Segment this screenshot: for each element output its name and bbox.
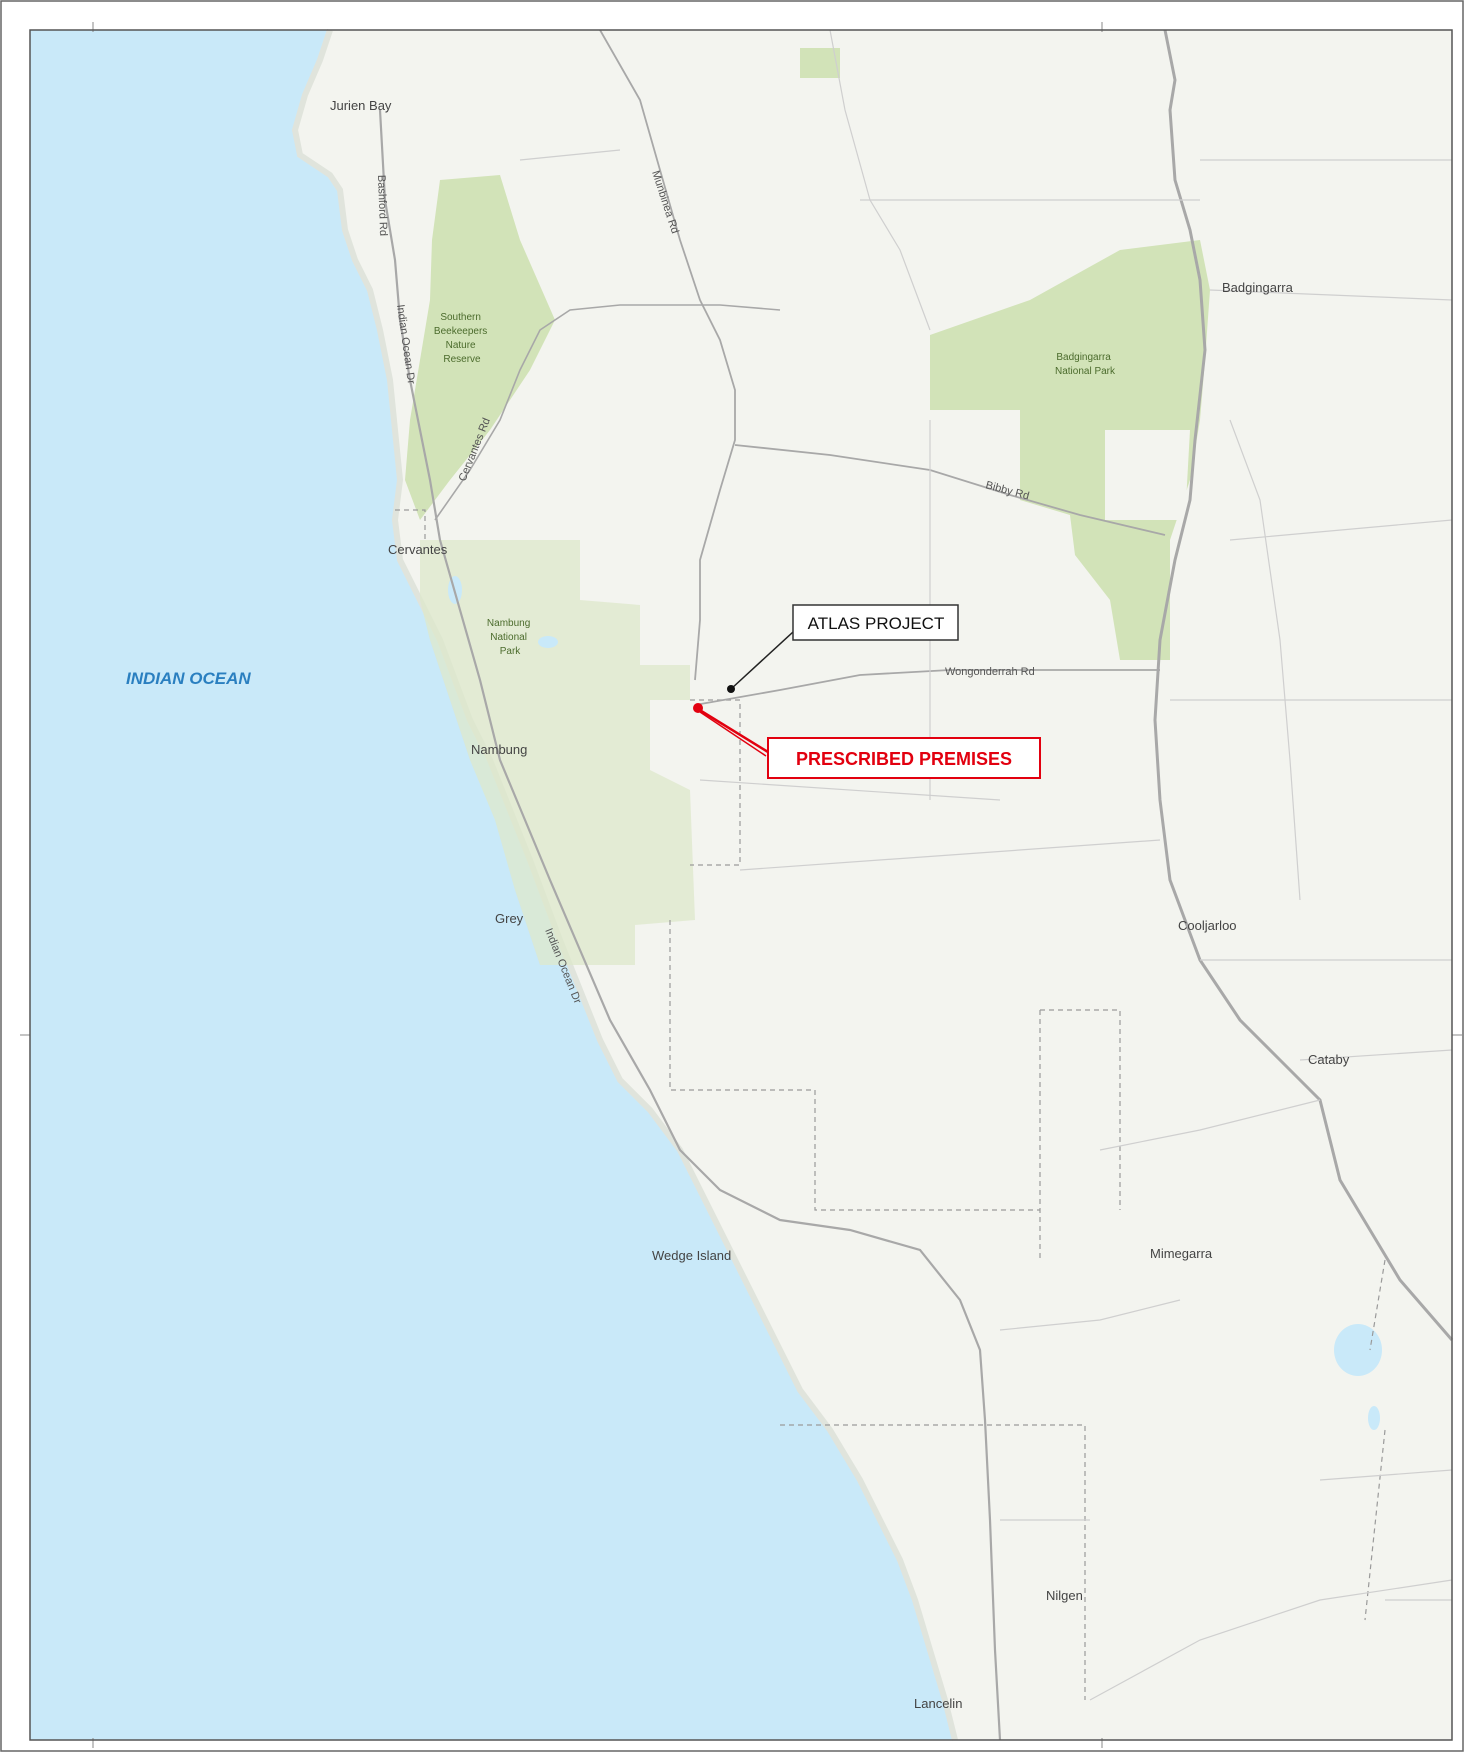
park-nambung <box>420 540 695 965</box>
prescribed-premises-callout[interactable]: PRESCRIBED PREMISES <box>693 703 1041 779</box>
place-nilgen: Nilgen <box>1046 1588 1083 1603</box>
road-wongonderrah <box>694 669 1160 706</box>
place-lancelin: Lancelin <box>914 1696 962 1711</box>
prescribed-label-box <box>767 737 1041 779</box>
prescribed-premises-marker[interactable] <box>693 703 703 713</box>
atlas-label-box <box>792 604 959 641</box>
ocean-label: INDIAN OCEAN <box>126 669 251 688</box>
ocean <box>30 30 955 1740</box>
road-bibby <box>734 444 1166 536</box>
place-cataby: Cataby <box>1308 1052 1350 1067</box>
atlas-leader-line <box>730 631 794 690</box>
road-brand-highway <box>1153 29 1454 1341</box>
map-neatline <box>29 29 1453 1741</box>
atlas-project-callout[interactable]: ATLAS PROJECT <box>727 604 959 693</box>
park-badgingarra-inner <box>1105 430 1190 520</box>
place-wedge-island: Wedge Island <box>652 1248 731 1263</box>
place-cervantes: Cervantes <box>388 542 448 557</box>
park-small-north <box>800 48 840 78</box>
road-label-wongonderrah: Wongonderrah Rd <box>945 666 1035 678</box>
place-nambung: Nambung <box>471 742 527 757</box>
lake-nambung-2 <box>538 636 558 648</box>
road-label-bashford: Bashford Rd <box>375 175 389 237</box>
park-label-nambung: Nambung National Park <box>487 618 533 657</box>
prescribed-leader-line-2 <box>699 711 767 757</box>
place-badgingarra: Badgingarra <box>1222 280 1294 295</box>
road-munbinea <box>599 29 736 681</box>
place-grey: Grey <box>495 911 524 926</box>
road-indian-ocean-drive <box>378 109 1002 1741</box>
atlas-project-marker[interactable] <box>727 685 735 693</box>
place-cooljarloo: Cooljarloo <box>1178 918 1237 933</box>
park-badgingarra <box>930 240 1210 660</box>
park-label-southern-beekeepers: Southern Beekeepers Nature Reserve <box>434 312 490 365</box>
lake-small <box>1368 1406 1380 1430</box>
road-cervantes <box>434 304 781 521</box>
boundaries <box>395 509 1386 1700</box>
prescribed-premises-label: PRESCRIBED PREMISES <box>796 749 1012 769</box>
park-southern-beekeepers <box>405 175 555 520</box>
prescribed-leader-line <box>697 707 769 754</box>
place-jurien-bay: Jurien Bay <box>330 98 392 113</box>
minor-roads <box>519 29 1453 1701</box>
park-label-badgingarra: Badgingarra National Park <box>1055 352 1116 377</box>
lake-mimegarra <box>1334 1324 1382 1376</box>
place-mimegarra: Mimegarra <box>1150 1246 1213 1261</box>
atlas-project-label: ATLAS PROJECT <box>808 614 945 633</box>
